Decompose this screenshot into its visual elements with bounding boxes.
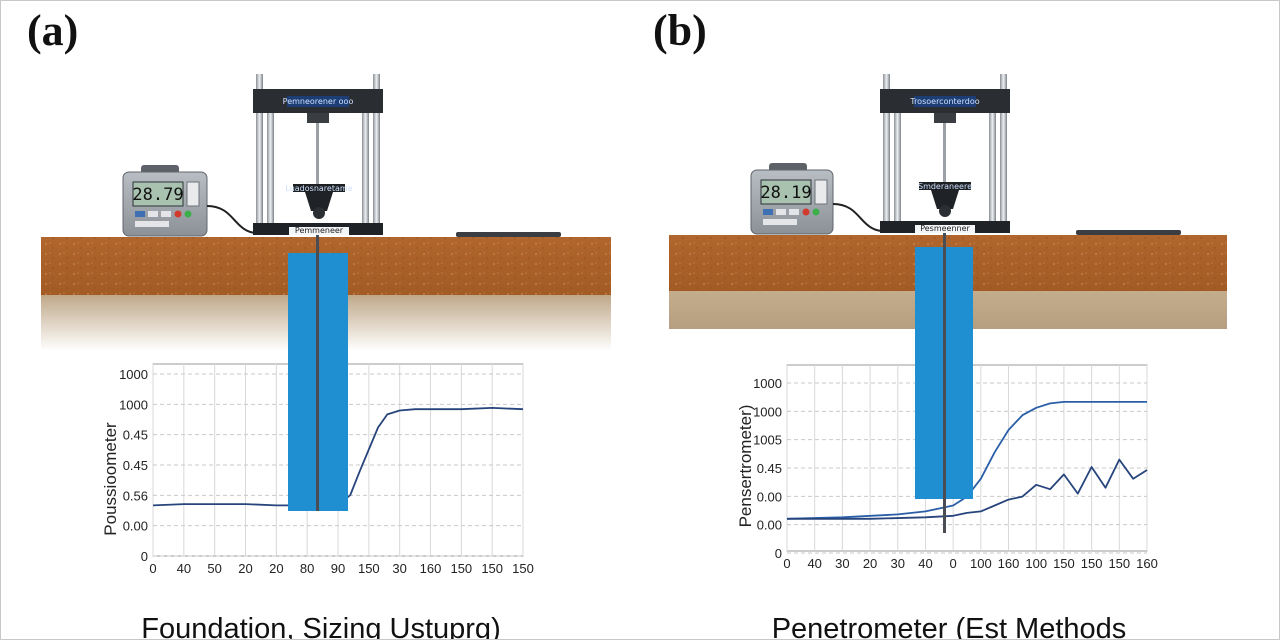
x-tick-label: 150 — [450, 561, 472, 576]
y-tick-label: 1000 — [753, 404, 782, 419]
x-tick-label: 0 — [149, 561, 156, 576]
x-tick-label: 100 — [1025, 556, 1047, 571]
plot-a-y-label: Poussioometer — [101, 422, 120, 536]
plot-b-series — [786, 401, 1148, 520]
y-tick-label: 0.45 — [123, 428, 148, 443]
readout-meter: 28.79 — [122, 165, 208, 237]
load-frame: Trosoerconterdoo Smderaneere Pesmeenner — [880, 74, 1010, 233]
meter-lcd — [132, 181, 184, 207]
penetration-rod-a — [316, 235, 319, 511]
load-plate — [293, 184, 345, 192]
plot-a-x-ticks: 0 40 50 20 20 80 90 150 30 160 150 150 150 — [149, 561, 533, 576]
y-tick-label: 0.00 — [757, 518, 782, 533]
x-tick-label: 100 — [970, 556, 992, 571]
x-tick-label: 50 — [207, 561, 221, 576]
load-plate-label: Smderaneere — [918, 182, 972, 191]
plot-b-x-ticks: 0 40 30 20 30 40 0 100 160 100 150 150 150 160 — [783, 556, 1157, 571]
x-tick-label: 30 — [835, 556, 849, 571]
x-tick-label: 160 — [998, 556, 1020, 571]
ground-bar — [1076, 230, 1181, 235]
load-plate-label: Luadosnaretame — [285, 184, 352, 193]
x-tick-label: 90 — [331, 561, 345, 576]
crossbeam-label: Pemneorener ooo — [283, 97, 354, 106]
meter-lcd — [760, 179, 812, 205]
plot-a-series — [152, 407, 524, 507]
x-tick-label: 150 — [1108, 556, 1130, 571]
plot-b-y-ticks: 1000 1000 1005 0.45 0.00 0.00 0 — [753, 376, 782, 561]
meter-reading: 28.79 — [132, 185, 183, 205]
penetration-rod-b — [943, 233, 946, 533]
x-tick-label: 160 — [420, 561, 442, 576]
panel-b-apparatus: 28.19 Trosoerconterdoo — [669, 74, 1227, 329]
x-tick-label: 20 — [238, 561, 252, 576]
collar-label: Pemmeneer — [295, 226, 344, 235]
load-frame: Pemneorener ooo Luadosnaretame Pemmeneer — [253, 74, 383, 235]
y-tick-label: 0 — [775, 546, 782, 561]
series-line — [787, 458, 1148, 520]
x-tick-label: 150 — [1081, 556, 1103, 571]
plot-b-y-label: Pensertrometer) — [736, 405, 755, 528]
y-tick-label: 0 — [141, 549, 148, 564]
x-tick-label: 150 — [1053, 556, 1075, 571]
panel-a-label: (a) — [27, 6, 79, 55]
series-line — [786, 401, 1147, 520]
crossbeam-label: Trosoerconterdoo — [909, 97, 979, 106]
series-line — [152, 407, 524, 507]
x-tick-label: 40 — [807, 556, 821, 571]
x-tick-label: 20 — [269, 561, 283, 576]
y-tick-label: 0.45 — [757, 461, 782, 476]
y-tick-label: 1000 — [119, 397, 148, 412]
x-tick-label: 0 — [783, 556, 790, 571]
y-tick-label: 1005 — [753, 433, 782, 448]
meter-reading: 28.19 — [760, 183, 811, 203]
caption-a: Foundation, Sizing Ustuprg) — [141, 613, 501, 640]
x-tick-label: 40 — [918, 556, 932, 571]
collar-label: Pesmeenner — [920, 224, 970, 233]
y-tick-label: 0.56 — [123, 488, 148, 503]
ground-bar — [456, 232, 561, 237]
x-tick-label: 150 — [512, 561, 534, 576]
y-tick-label: 0.45 — [123, 458, 148, 473]
y-tick-label: 0.00 — [123, 519, 148, 534]
load-plate — [919, 182, 971, 190]
x-tick-label: 40 — [177, 561, 191, 576]
x-tick-label: 150 — [358, 561, 380, 576]
x-tick-label: 30 — [891, 556, 905, 571]
y-tick-label: 1000 — [753, 376, 782, 391]
x-tick-label: 20 — [863, 556, 877, 571]
plot-a-y-ticks: 1000 1000 0.45 0.45 0.56 0.00 0 — [119, 367, 148, 564]
plot-b-grid — [786, 365, 1148, 554]
y-tick-label: 1000 — [119, 367, 148, 382]
y-tick-label: 0.00 — [757, 489, 782, 504]
x-tick-label: 30 — [392, 561, 406, 576]
x-tick-label: 160 — [1136, 556, 1158, 571]
readout-meter: 28.19 — [750, 163, 834, 235]
panel-b-label: (b) — [653, 6, 707, 55]
x-tick-label: 0 — [950, 556, 957, 571]
x-tick-label: 80 — [300, 561, 314, 576]
caption-b: Penetrometer (Est Methods — [771, 613, 1127, 640]
x-tick-label: 150 — [481, 561, 503, 576]
